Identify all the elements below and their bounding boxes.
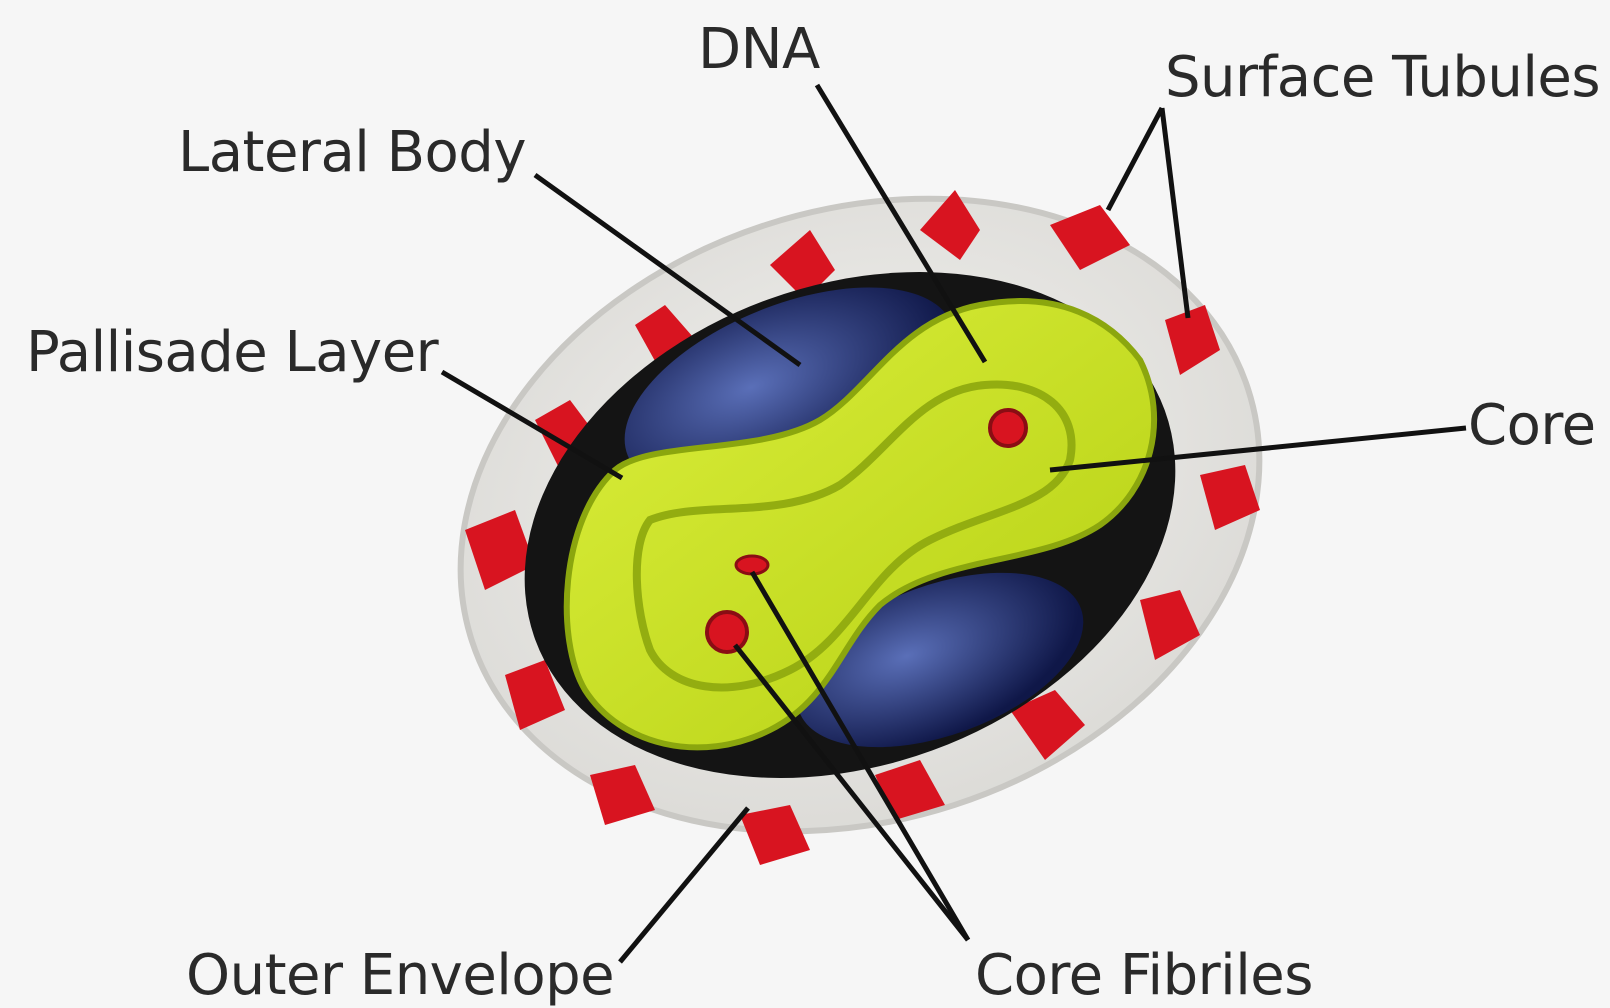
label-dna: DNA	[698, 22, 820, 78]
label-lateral-body: Lateral Body	[178, 125, 526, 181]
label-pallisade-layer: Pallisade Layer	[26, 325, 438, 381]
label-core: Core	[1468, 398, 1596, 454]
core-fibrile	[990, 410, 1026, 446]
label-core-fibriles: Core Fibriles	[975, 948, 1313, 1004]
core-fibrile	[707, 612, 747, 652]
core-fibrile	[736, 556, 768, 574]
leader-line-outer-envelope	[620, 808, 748, 962]
label-surface-tubules: Surface Tubules	[1165, 50, 1600, 106]
leader-line-surface-tubules-1	[1108, 108, 1162, 210]
label-outer-envelope: Outer Envelope	[186, 948, 614, 1004]
